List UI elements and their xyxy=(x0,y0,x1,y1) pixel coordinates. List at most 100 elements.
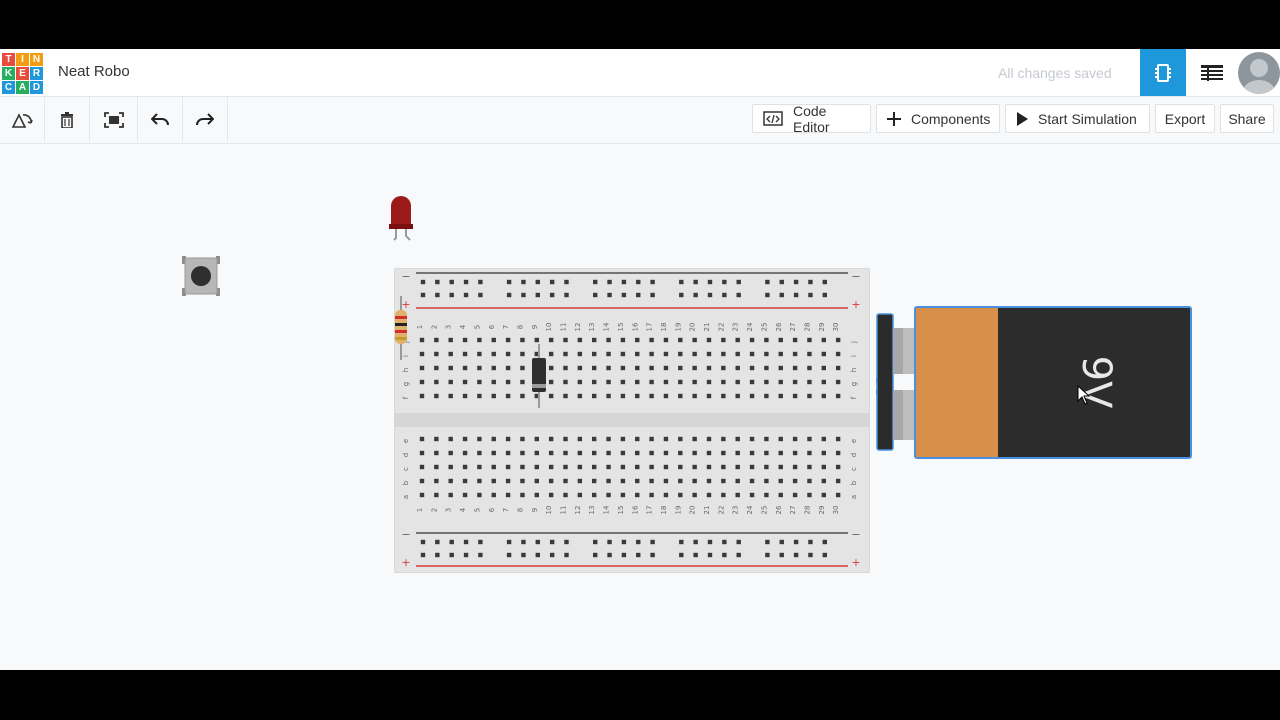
terminal-hole[interactable] xyxy=(606,436,611,442)
terminal-hole[interactable] xyxy=(448,464,453,470)
terminal-hole[interactable] xyxy=(448,337,453,343)
terminal-hole[interactable] xyxy=(620,450,626,456)
terminal-hole[interactable] xyxy=(462,393,468,399)
terminal-hole[interactable] xyxy=(678,492,683,498)
terminal-hole[interactable] xyxy=(807,478,812,484)
terminal-hole[interactable] xyxy=(520,478,525,484)
terminal-hole[interactable] xyxy=(821,492,826,498)
terminal-hole[interactable] xyxy=(520,337,525,343)
terminal-hole[interactable] xyxy=(764,450,769,456)
terminal-hole[interactable] xyxy=(821,379,826,385)
terminal-hole[interactable] xyxy=(706,464,712,470)
rail-hole[interactable] xyxy=(463,292,469,298)
pushbutton[interactable] xyxy=(181,254,221,298)
terminal-hole[interactable] xyxy=(764,464,769,470)
rail-hole[interactable] xyxy=(779,552,784,558)
terminal-hole[interactable] xyxy=(821,351,826,357)
rail-hole[interactable] xyxy=(621,292,627,298)
terminal-hole[interactable] xyxy=(778,492,783,498)
terminal-hole[interactable] xyxy=(635,379,640,385)
terminal-hole[interactable] xyxy=(807,450,812,456)
component-list-button[interactable] xyxy=(1189,49,1235,96)
terminal-hole[interactable] xyxy=(563,492,568,498)
terminal-hole[interactable] xyxy=(477,492,482,498)
terminal-hole[interactable] xyxy=(505,450,511,456)
start-simulation-button[interactable]: Start Simulation xyxy=(1005,104,1150,133)
terminal-hole[interactable] xyxy=(735,351,740,357)
terminal-hole[interactable] xyxy=(749,337,755,343)
terminal-hole[interactable] xyxy=(520,436,525,442)
rail-hole[interactable] xyxy=(549,539,555,545)
rail-hole[interactable] xyxy=(535,292,540,298)
terminal-hole[interactable] xyxy=(735,450,740,456)
terminal-hole[interactable] xyxy=(534,436,539,442)
terminal-hole[interactable] xyxy=(448,436,453,442)
terminal-hole[interactable] xyxy=(505,337,511,343)
rail-hole[interactable] xyxy=(449,552,454,558)
terminal-hole[interactable] xyxy=(706,393,712,399)
rail-hole[interactable] xyxy=(722,552,727,558)
terminal-hole[interactable] xyxy=(678,450,683,456)
terminal-hole[interactable] xyxy=(735,393,740,399)
terminal-hole[interactable] xyxy=(477,478,482,484)
terminal-hole[interactable] xyxy=(635,365,640,371)
terminal-hole[interactable] xyxy=(520,351,525,357)
rail-hole[interactable] xyxy=(420,539,426,545)
terminal-hole[interactable] xyxy=(678,436,683,442)
terminal-hole[interactable] xyxy=(792,393,798,399)
terminal-hole[interactable] xyxy=(807,436,812,442)
terminal-hole[interactable] xyxy=(548,337,554,343)
rail-hole[interactable] xyxy=(535,279,540,285)
terminal-hole[interactable] xyxy=(606,351,611,357)
rail-hole[interactable] xyxy=(822,279,827,285)
terminal-hole[interactable] xyxy=(477,450,482,456)
terminal-hole[interactable] xyxy=(706,337,712,343)
terminal-hole[interactable] xyxy=(606,450,611,456)
terminal-hole[interactable] xyxy=(635,436,640,442)
terminal-hole[interactable] xyxy=(792,464,798,470)
terminal-hole[interactable] xyxy=(663,351,669,357)
terminal-hole[interactable] xyxy=(721,478,726,484)
terminal-hole[interactable] xyxy=(663,492,669,498)
terminal-hole[interactable] xyxy=(477,436,482,442)
rail-hole[interactable] xyxy=(593,539,598,545)
rail-hole[interactable] xyxy=(822,292,827,298)
terminal-hole[interactable] xyxy=(534,393,539,399)
terminal-hole[interactable] xyxy=(706,436,712,442)
terminal-hole[interactable] xyxy=(434,464,439,470)
terminal-hole[interactable] xyxy=(477,351,482,357)
terminal-hole[interactable] xyxy=(721,492,726,498)
terminal-hole[interactable] xyxy=(434,351,439,357)
terminal-hole[interactable] xyxy=(678,337,683,343)
red-led[interactable] xyxy=(388,196,414,242)
terminal-hole[interactable] xyxy=(491,393,496,399)
terminal-hole[interactable] xyxy=(735,492,740,498)
terminal-hole[interactable] xyxy=(462,450,468,456)
terminal-hole[interactable] xyxy=(462,436,468,442)
terminal-hole[interactable] xyxy=(678,478,683,484)
rail-hole[interactable] xyxy=(506,539,512,545)
terminal-hole[interactable] xyxy=(835,436,841,442)
terminal-hole[interactable] xyxy=(491,478,496,484)
rail-hole[interactable] xyxy=(607,539,612,545)
terminal-hole[interactable] xyxy=(706,365,712,371)
terminal-hole[interactable] xyxy=(505,365,511,371)
terminal-hole[interactable] xyxy=(592,337,597,343)
terminal-hole[interactable] xyxy=(505,436,511,442)
terminal-hole[interactable] xyxy=(563,450,568,456)
rail-hole[interactable] xyxy=(793,292,799,298)
terminal-hole[interactable] xyxy=(577,337,583,343)
terminal-hole[interactable] xyxy=(592,393,597,399)
terminal-hole[interactable] xyxy=(534,464,539,470)
terminal-hole[interactable] xyxy=(649,478,654,484)
terminal-hole[interactable] xyxy=(505,478,511,484)
rail-hole[interactable] xyxy=(621,539,627,545)
terminal-hole[interactable] xyxy=(548,492,554,498)
terminal-hole[interactable] xyxy=(534,351,539,357)
terminal-hole[interactable] xyxy=(663,337,669,343)
rail-hole[interactable] xyxy=(549,279,555,285)
rail-hole[interactable] xyxy=(463,539,469,545)
rail-hole[interactable] xyxy=(621,552,627,558)
terminal-hole[interactable] xyxy=(606,464,611,470)
